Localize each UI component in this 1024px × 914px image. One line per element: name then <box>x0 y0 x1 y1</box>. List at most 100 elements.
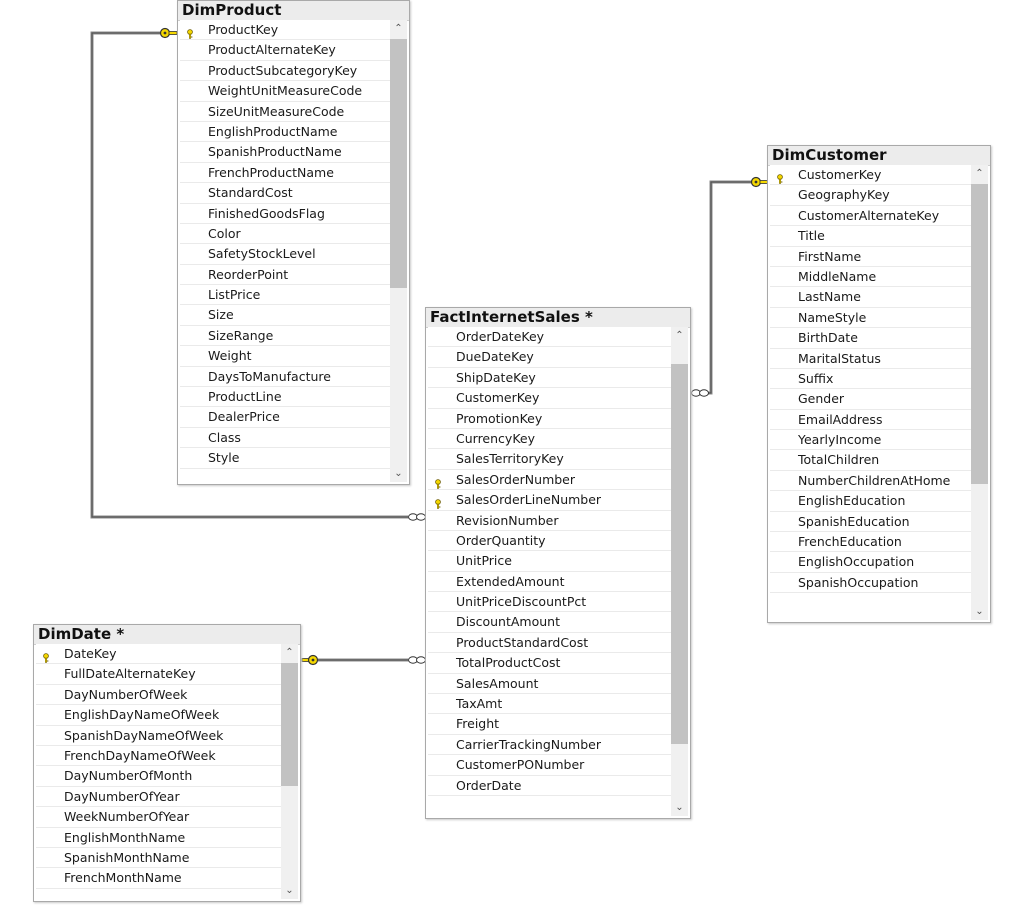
column-row[interactable]: BirthDate <box>770 328 971 349</box>
scrollbar-thumb[interactable] <box>671 364 688 744</box>
table-title[interactable]: DimDate * <box>34 625 300 645</box>
column-row[interactable]: Color <box>180 224 390 245</box>
column-row[interactable]: EnglishProductName <box>180 122 390 143</box>
column-row[interactable]: MaritalStatus <box>770 349 971 369</box>
scroll-down-icon[interactable]: ⌄ <box>675 802 684 813</box>
scroll-down-icon[interactable]: ⌄ <box>975 606 984 617</box>
relationship-fact-to-product[interactable] <box>90 27 426 521</box>
column-row[interactable]: DaysToManufacture <box>180 367 390 388</box>
column-row[interactable]: EnglishOccupation <box>770 552 971 573</box>
column-row[interactable]: EnglishDayNameOfWeek <box>36 705 281 726</box>
column-row[interactable]: ProductSubcategoryKey <box>180 61 390 82</box>
column-row[interactable]: CustomerAlternateKey <box>770 206 971 227</box>
column-row[interactable]: SafetyStockLevel <box>180 244 390 265</box>
column-row[interactable]: NumberChildrenAtHome <box>770 471 971 492</box>
column-row[interactable]: RevisionNumber <box>428 511 671 531</box>
column-row[interactable]: DueDateKey <box>428 347 671 368</box>
column-row[interactable]: WeightUnitMeasureCode <box>180 81 390 102</box>
vertical-scrollbar[interactable]: ⌃⌄ <box>390 20 407 482</box>
column-row[interactable]: ProductStandardCost <box>428 633 671 654</box>
column-row[interactable]: ReorderPoint <box>180 265 390 286</box>
column-row[interactable]: DayNumberOfMonth <box>36 766 281 787</box>
column-row[interactable]: YearlyIncome <box>770 430 971 451</box>
column-row[interactable]: ProductKey <box>180 20 390 41</box>
column-row[interactable]: DiscountAmount <box>428 612 671 633</box>
vertical-scrollbar[interactable]: ⌃⌄ <box>671 327 688 816</box>
column-row[interactable]: FullDateAlternateKey <box>36 664 281 685</box>
column-row[interactable]: FirstName <box>770 247 971 267</box>
column-row[interactable]: WeekNumberOfYear <box>36 807 281 828</box>
column-row[interactable]: CurrencyKey <box>428 429 671 450</box>
column-row[interactable]: SpanishOccupation <box>770 573 971 594</box>
column-row[interactable]: SpanishEducation <box>770 512 971 533</box>
column-row[interactable]: OrderDateKey <box>428 327 671 348</box>
column-row[interactable]: Suffix <box>770 369 971 390</box>
column-row[interactable]: CustomerKey <box>428 388 671 409</box>
column-row[interactable]: Style <box>180 448 390 469</box>
column-row[interactable]: FrenchEducation <box>770 532 971 553</box>
column-row[interactable]: ListPrice <box>180 285 390 306</box>
column-row[interactable]: MiddleName <box>770 267 971 288</box>
column-row[interactable]: Class <box>180 428 390 449</box>
column-row[interactable]: CustomerKey <box>770 165 971 186</box>
column-row[interactable]: UnitPriceDiscountPct <box>428 592 671 613</box>
scrollbar-thumb[interactable] <box>281 663 298 786</box>
column-row[interactable]: UnitPrice <box>428 551 671 572</box>
column-row[interactable]: SalesTerritoryKey <box>428 449 671 470</box>
scroll-up-icon[interactable]: ⌃ <box>975 168 984 179</box>
column-row[interactable]: SizeUnitMeasureCode <box>180 102 390 122</box>
column-row[interactable]: DateKey <box>36 644 281 665</box>
column-row[interactable]: GeographyKey <box>770 185 971 206</box>
column-row[interactable]: OrderQuantity <box>428 531 671 552</box>
scroll-down-icon[interactable]: ⌄ <box>394 468 403 479</box>
column-row[interactable]: SalesAmount <box>428 674 671 695</box>
column-row[interactable]: SpanishMonthName <box>36 848 281 869</box>
scrollbar-thumb[interactable] <box>971 184 988 484</box>
column-row[interactable]: Freight <box>428 714 671 735</box>
column-row[interactable]: TotalChildren <box>770 450 971 471</box>
column-row[interactable]: StandardCost <box>180 183 390 204</box>
column-row[interactable]: Size <box>180 305 390 326</box>
table-title[interactable]: FactInternetSales * <box>426 308 690 328</box>
column-row[interactable]: SpanishProductName <box>180 142 390 163</box>
table-title[interactable]: DimProduct <box>178 1 409 21</box>
column-row[interactable]: SizeRange <box>180 326 390 347</box>
column-row[interactable]: TaxAmt <box>428 694 671 715</box>
column-row[interactable]: Weight <box>180 346 390 367</box>
column-row[interactable]: EnglishEducation <box>770 491 971 512</box>
column-row[interactable]: Gender <box>770 389 971 410</box>
column-row[interactable]: PromotionKey <box>428 409 671 429</box>
vertical-scrollbar[interactable]: ⌃⌄ <box>971 165 988 620</box>
column-row[interactable]: TotalProductCost <box>428 653 671 674</box>
column-row[interactable]: FrenchProductName <box>180 163 390 184</box>
column-row[interactable]: ProductAlternateKey <box>180 40 390 61</box>
column-row[interactable]: CustomerPONumber <box>428 755 671 776</box>
relationship-fact-to-date[interactable] <box>301 654 426 666</box>
column-row[interactable]: FrenchMonthName <box>36 868 281 889</box>
column-row[interactable]: SalesOrderLineNumber <box>428 490 671 511</box>
column-row[interactable]: CarrierTrackingNumber <box>428 735 671 756</box>
column-row[interactable]: DayNumberOfYear <box>36 787 281 808</box>
column-row[interactable]: SpanishDayNameOfWeek <box>36 726 281 746</box>
scrollbar-thumb[interactable] <box>390 39 407 288</box>
column-row[interactable]: EmailAddress <box>770 410 971 431</box>
scroll-down-icon[interactable]: ⌄ <box>285 885 294 896</box>
table-title[interactable]: DimCustomer <box>768 146 990 166</box>
column-row[interactable]: DealerPrice <box>180 407 390 428</box>
scroll-up-icon[interactable]: ⌃ <box>675 330 684 341</box>
column-row[interactable]: Title <box>770 226 971 247</box>
column-row[interactable]: LastName <box>770 287 971 308</box>
column-row[interactable]: ShipDateKey <box>428 368 671 389</box>
vertical-scrollbar[interactable]: ⌃⌄ <box>281 644 298 899</box>
column-row[interactable]: EnglishMonthName <box>36 828 281 848</box>
column-row[interactable]: NameStyle <box>770 308 971 329</box>
column-row[interactable]: DayNumberOfWeek <box>36 685 281 706</box>
scroll-up-icon[interactable]: ⌃ <box>394 23 403 34</box>
